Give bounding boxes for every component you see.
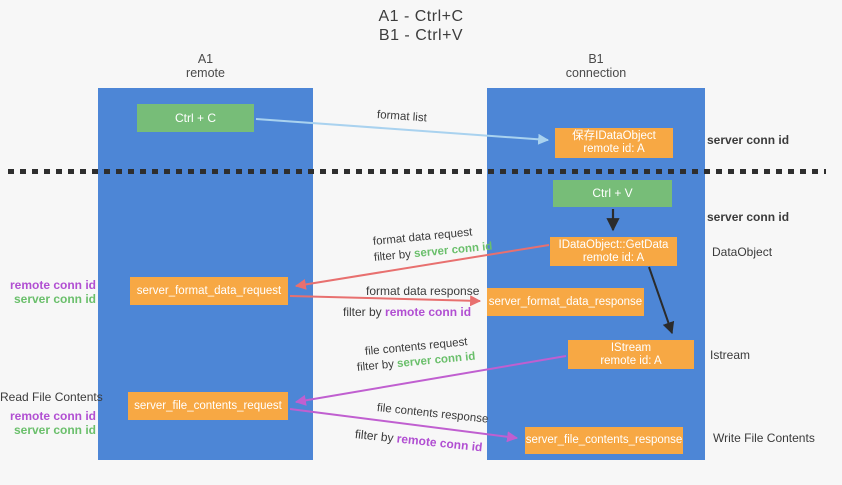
node-save-idataobject-line1: 保存IDataObject bbox=[572, 130, 656, 142]
left-label-server-conn-id-bottom: server conn id bbox=[13, 423, 96, 437]
filter-by-text: filter by bbox=[354, 427, 395, 446]
column-b-header: B1 connection bbox=[487, 52, 705, 80]
remote-conn-id-text: remote conn id bbox=[396, 431, 484, 455]
left-label-remote-conn-id-bottom: remote conn id bbox=[9, 409, 96, 423]
column-a-header: A1 remote bbox=[98, 52, 313, 80]
right-label-server-conn-id-mid: server conn id bbox=[707, 210, 790, 224]
node-server-format-data-response: server_format_data_response bbox=[487, 288, 644, 316]
right-label-server-conn-id-top: server conn id bbox=[707, 133, 790, 147]
node-ctrl-v: Ctrl + V bbox=[553, 180, 672, 207]
node-istream-line2: remote id: A bbox=[600, 354, 662, 367]
left-label-read-file-contents: Read File Contents bbox=[0, 390, 103, 404]
filter-by-text: filter by bbox=[356, 358, 395, 374]
left-label-remote-conn-id-top: remote conn id bbox=[9, 278, 96, 292]
column-a-subtitle: remote bbox=[186, 66, 225, 80]
node-save-idataobject-line2: remote id: A bbox=[583, 143, 645, 155]
node-istream-line1: IStream bbox=[610, 341, 652, 354]
label-file-contents-response: file contents response bbox=[376, 402, 489, 426]
title-line-b1: B1 - Ctrl+V bbox=[378, 27, 464, 44]
filter-by-text: filter by bbox=[343, 305, 382, 319]
node-idataobject-getdata-line2: remote id: A bbox=[582, 251, 645, 264]
node-idataobject-getdata-line1: IDataObject::GetData bbox=[558, 238, 669, 251]
filter-by-text: filter by bbox=[373, 248, 412, 264]
label-format-list: format list bbox=[376, 109, 428, 125]
section-divider-dotted-line bbox=[8, 169, 826, 174]
node-save-idataobject: 保存IDataObject remote id: A bbox=[555, 128, 673, 158]
node-server-file-contents-request: server_file_contents_request bbox=[128, 392, 288, 420]
left-label-server-conn-id-top: server conn id bbox=[13, 292, 96, 306]
remote-conn-id-text: remote conn id bbox=[385, 305, 472, 319]
right-label-write-file-contents: Write File Contents bbox=[713, 431, 815, 445]
right-label-istream: Istream bbox=[710, 348, 751, 362]
node-ctrl-c: Ctrl + C bbox=[137, 104, 254, 132]
column-a-name: A1 bbox=[197, 52, 214, 66]
label-format-data-response: format data response bbox=[366, 284, 480, 298]
column-b-name: B1 bbox=[588, 52, 604, 66]
node-istream: IStream remote id: A bbox=[568, 340, 694, 369]
diagram-title: A1 - Ctrl+C B1 - Ctrl+V bbox=[0, 7, 842, 45]
node-server-file-contents-response: server_file_contents_response bbox=[525, 427, 683, 454]
node-server-format-data-request: server_format_data_request bbox=[130, 277, 288, 305]
title-line-a1: A1 - Ctrl+C bbox=[378, 8, 464, 25]
label-filter-by-remote-conn-id-1: filter by remote conn id bbox=[343, 305, 471, 319]
node-idataobject-getdata: IDataObject::GetData remote id: A bbox=[550, 237, 677, 266]
server-conn-id-text: server conn id bbox=[413, 240, 493, 261]
column-b-subtitle: connection bbox=[565, 66, 627, 80]
right-label-dataobject: DataObject bbox=[712, 245, 773, 259]
label-filter-by-remote-conn-id-2: filter by remote conn id bbox=[354, 427, 483, 454]
